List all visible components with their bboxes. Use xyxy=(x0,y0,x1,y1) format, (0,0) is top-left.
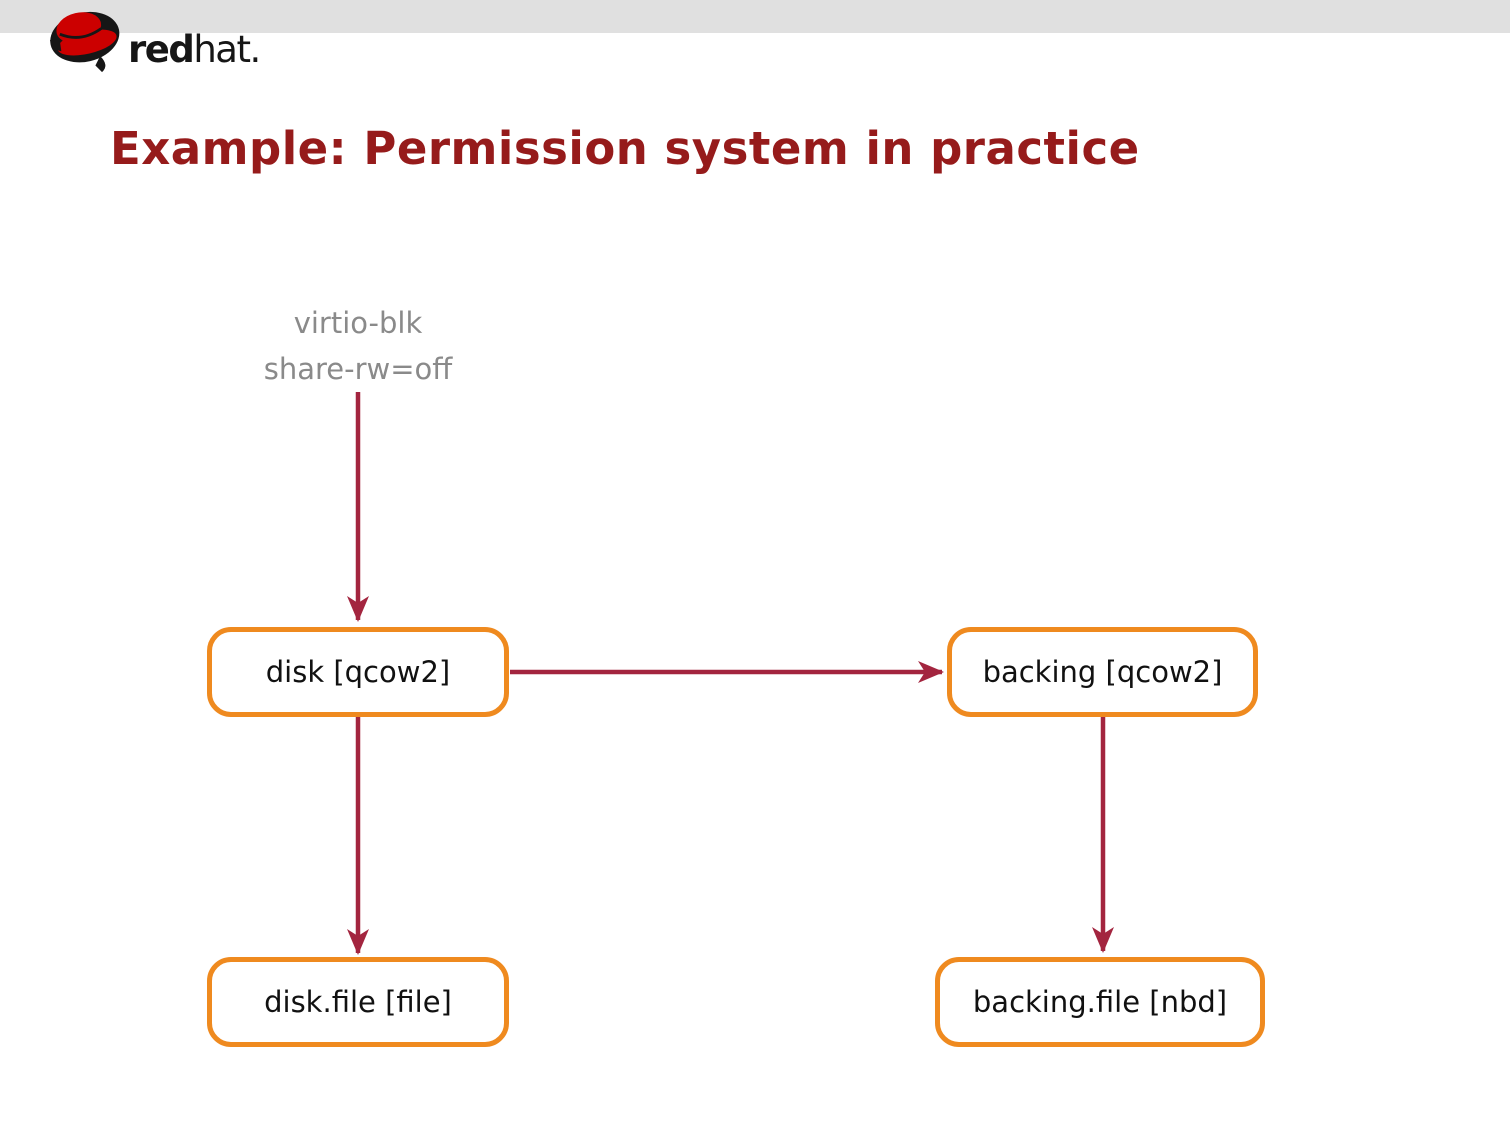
node-disk-file-label: disk.file [file] xyxy=(264,985,452,1019)
device-label-line2: share-rw=off xyxy=(263,352,453,386)
top-bar xyxy=(0,0,1510,33)
node-disk: disk [qcow2] xyxy=(207,627,509,717)
redhat-logo: redhat. xyxy=(48,4,261,74)
node-backing-file-label: backing.file [nbd] xyxy=(972,985,1228,1019)
brand-word-hat: hat. xyxy=(193,28,261,71)
redhat-hat-icon xyxy=(48,4,122,74)
node-disk-file: disk.file [file] xyxy=(207,957,509,1047)
device-label: virtio-blk share-rw=off xyxy=(158,300,558,392)
brand-word-red: red xyxy=(128,28,195,71)
node-backing-file: backing.file [nbd] xyxy=(935,957,1265,1047)
brand-wordmark: redhat. xyxy=(128,28,261,74)
node-backing-label: backing [qcow2] xyxy=(982,655,1223,689)
slide-title: Example: Permission system in practice xyxy=(110,122,1140,175)
node-disk-label: disk [qcow2] xyxy=(265,655,451,689)
node-backing: backing [qcow2] xyxy=(947,627,1258,717)
device-label-line1: virtio-blk xyxy=(293,306,423,340)
